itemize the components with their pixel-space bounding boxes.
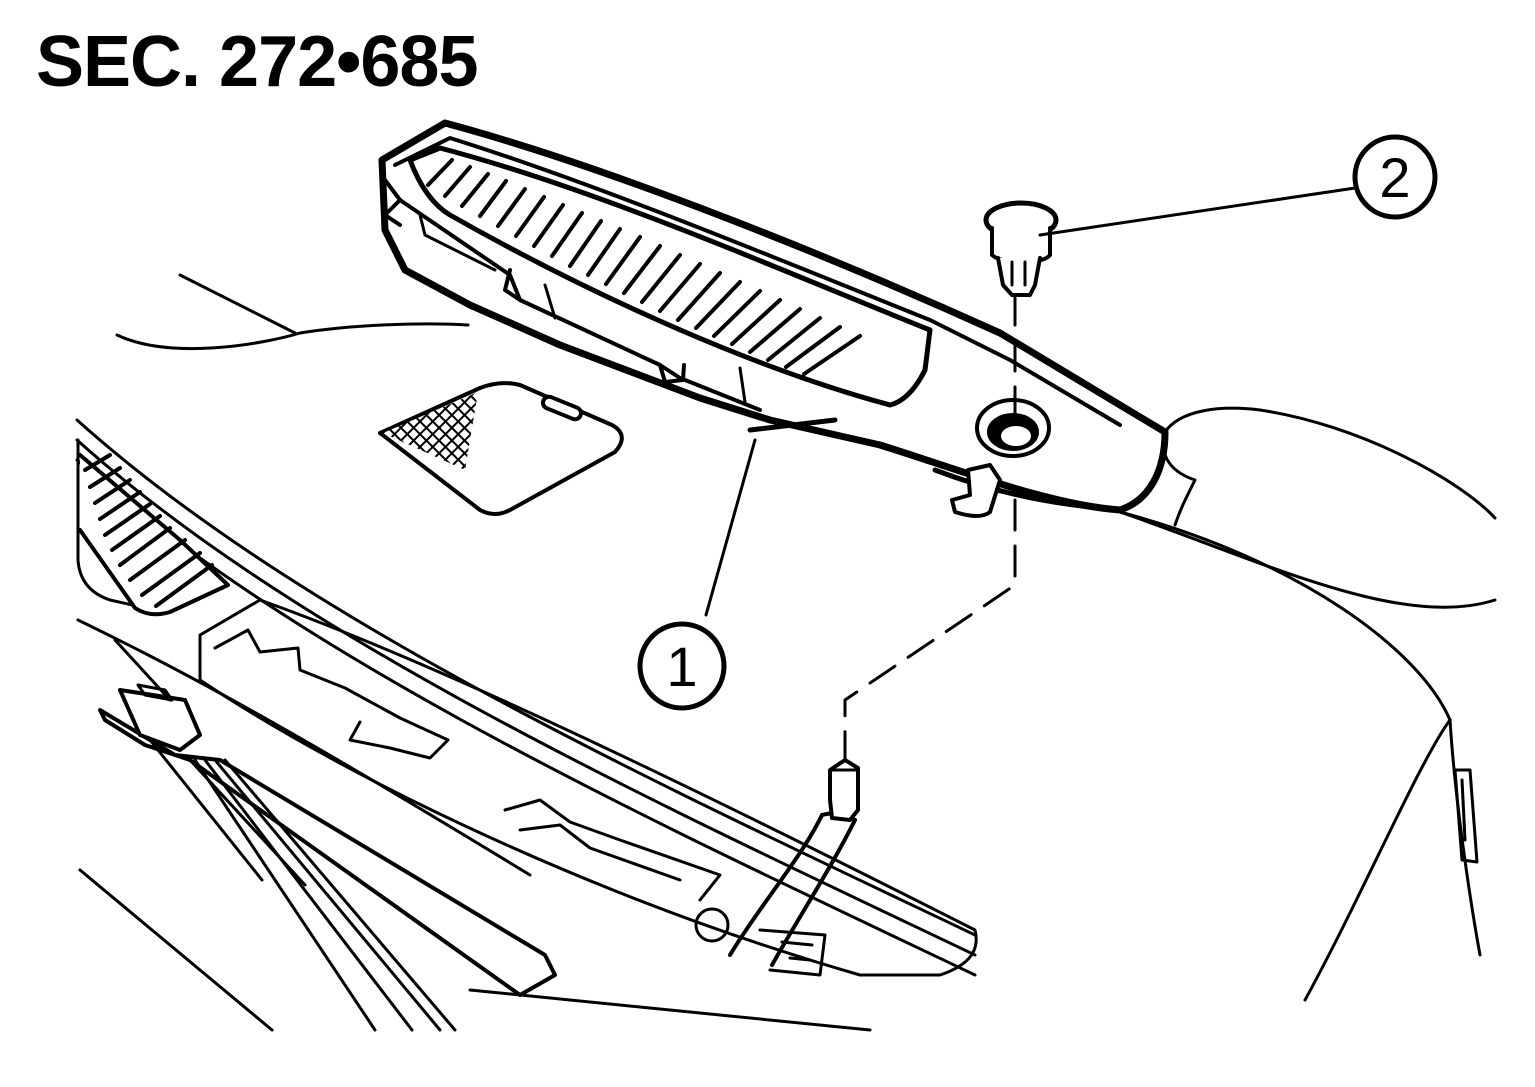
- clip-fastener: [983, 200, 1059, 297]
- hood-outline: [115, 273, 470, 350]
- callout-2-number: 2: [1379, 146, 1410, 209]
- clip-hole: [975, 398, 1051, 458]
- windshield-vent-slats: [83, 453, 214, 608]
- wiper-arm: [76, 618, 557, 997]
- hose-connector: [828, 758, 860, 822]
- cowl-vent-slats: [426, 158, 862, 376]
- callout-2: 2: [1352, 134, 1438, 220]
- washer-hose: [728, 758, 860, 967]
- cowl-hook-tab: [950, 463, 1002, 518]
- cowl-top-cover: [378, 119, 1169, 518]
- hood-inspection-lid: [378, 381, 624, 516]
- leader-line-1: [704, 438, 757, 617]
- section-code-title: SEC. 272•685: [36, 22, 479, 102]
- wiper-blade: [78, 758, 872, 1032]
- windshield-cowl-panel: [75, 418, 978, 977]
- callout-1-number: 1: [666, 635, 697, 698]
- fender: [1118, 406, 1497, 1002]
- lid-slot-icon: [541, 394, 583, 422]
- assembly-guide-lines: [843, 293, 1017, 762]
- leader-lines: [704, 186, 1357, 617]
- callout-1: 1: [637, 621, 727, 711]
- leader-line-2: [1038, 186, 1357, 237]
